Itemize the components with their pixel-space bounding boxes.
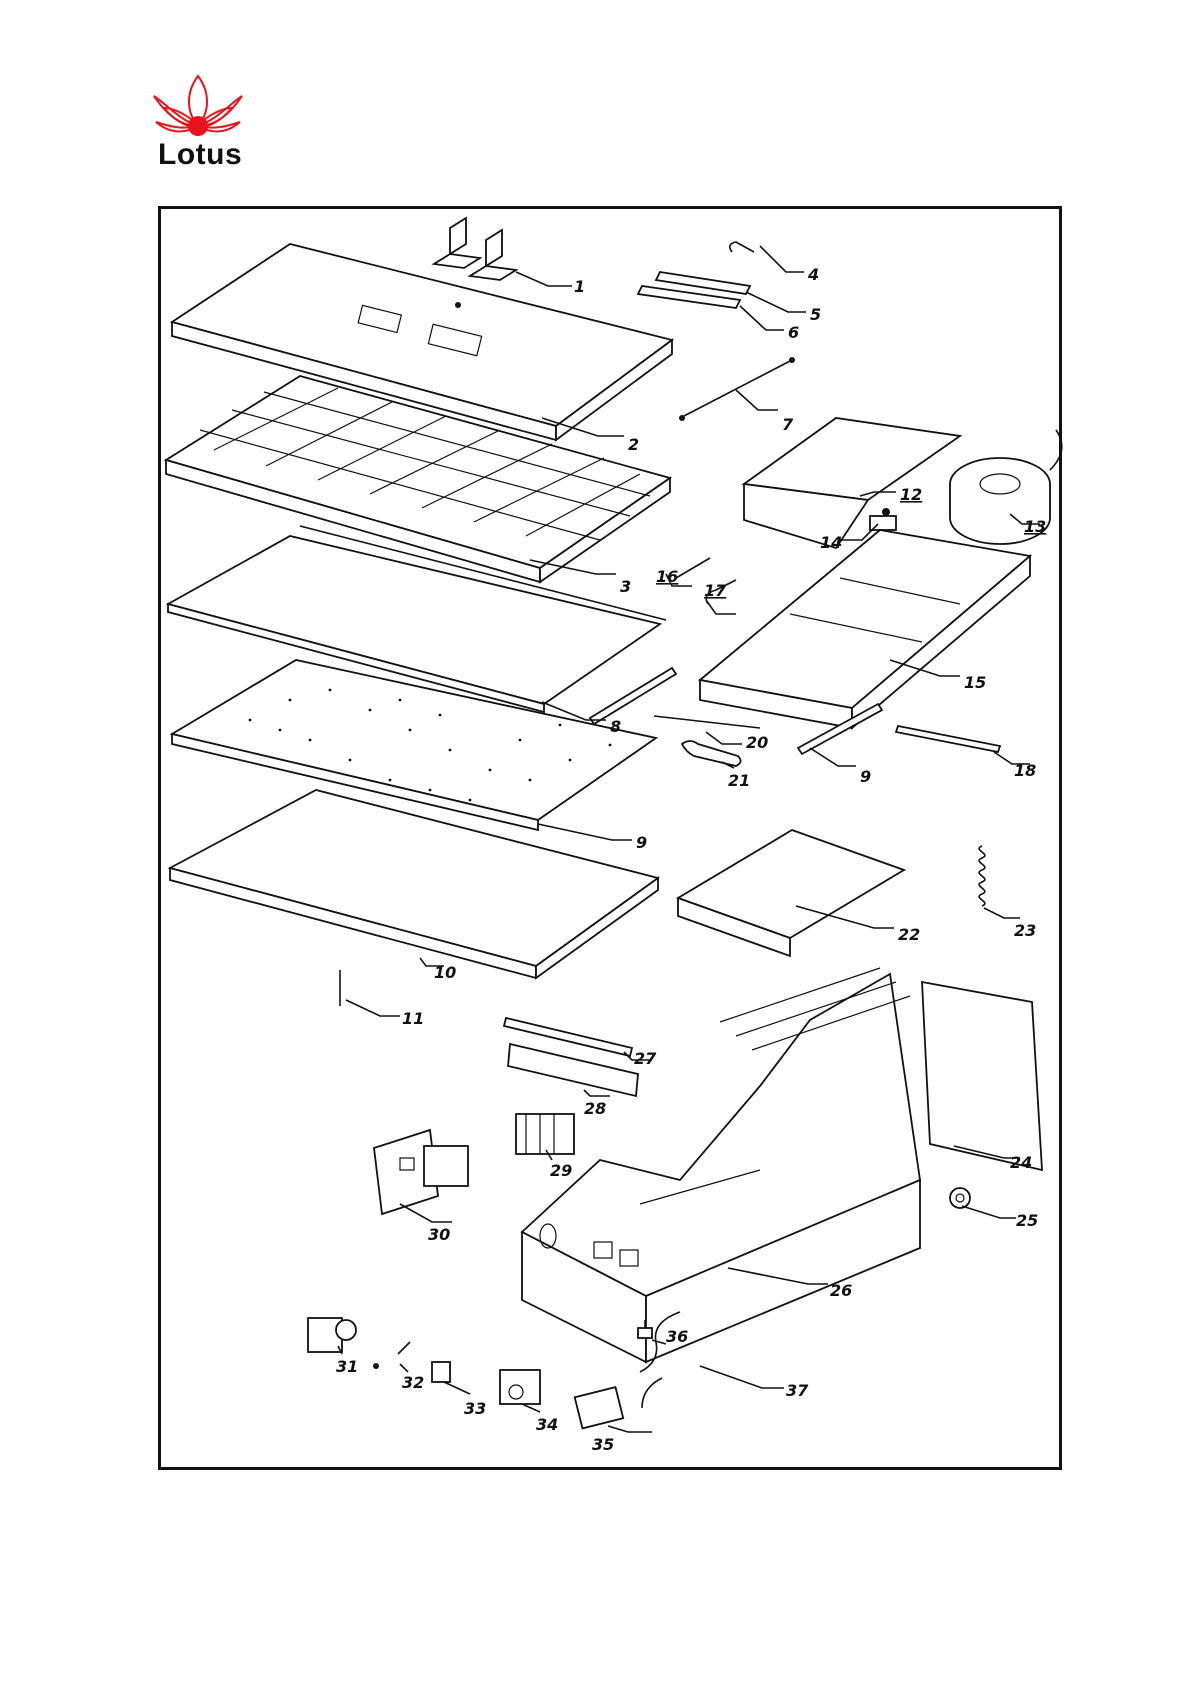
callout-1: 1 xyxy=(574,277,585,296)
callout-15: 15 xyxy=(964,673,986,692)
callout-23: 23 xyxy=(1014,921,1036,940)
callout-7: 7 xyxy=(782,415,794,434)
part-4-clip xyxy=(730,242,754,252)
part-1-brackets xyxy=(434,218,516,280)
part-25-knob xyxy=(950,1188,970,1208)
callout-4: 4 xyxy=(807,265,819,284)
callout-5: 5 xyxy=(810,305,821,324)
part-7-cable xyxy=(679,357,795,421)
callout-21: 21 xyxy=(728,771,750,790)
callout-18: 18 xyxy=(1014,761,1036,780)
callout-11: 11 xyxy=(402,1009,424,1028)
callout-6: 6 xyxy=(788,323,799,342)
callout-27: 27 xyxy=(634,1049,657,1068)
callout-2: 2 xyxy=(628,435,639,454)
callout-9a: 9 xyxy=(636,833,647,852)
part-9-link-left xyxy=(590,668,676,724)
callout-26: 26 xyxy=(830,1281,852,1300)
callout-13: 13 xyxy=(1024,517,1046,536)
part-34-switch xyxy=(500,1370,540,1404)
callout-33: 33 xyxy=(464,1399,486,1418)
callout-36: 36 xyxy=(666,1327,688,1346)
callout-28: 28 xyxy=(584,1099,606,1118)
part-8-tray xyxy=(168,526,666,712)
part-15-frame xyxy=(700,530,1030,728)
callout-3: 3 xyxy=(620,577,631,596)
part-20-rod xyxy=(654,716,760,728)
part-12-cover xyxy=(744,418,960,548)
part-35-socket xyxy=(575,1387,623,1428)
callout-29: 29 xyxy=(550,1161,572,1180)
callout-25: 25 xyxy=(1016,1211,1038,1230)
part-24-side-panel xyxy=(922,982,1042,1170)
callout-31: 31 xyxy=(336,1357,358,1376)
part-31-motor xyxy=(308,1318,356,1352)
part-26-housing xyxy=(522,968,920,1362)
part-18-rod xyxy=(896,726,1000,752)
callout-32: 32 xyxy=(402,1373,424,1392)
part-9-heater-plate xyxy=(172,660,656,830)
part-23-spring xyxy=(979,846,985,906)
part-16-wire xyxy=(676,558,710,578)
callout-35: 35 xyxy=(592,1435,614,1454)
part-29-relay xyxy=(516,1114,574,1154)
callout-20: 20 xyxy=(746,733,768,752)
callout-10: 10 xyxy=(434,963,456,982)
part-14-switch xyxy=(870,508,896,530)
callout-17: 17 xyxy=(704,581,727,600)
part-30-transformer xyxy=(374,1130,468,1214)
callout-24: 24 xyxy=(1010,1153,1032,1172)
part-22-panel xyxy=(678,830,904,956)
callout-12: 12 xyxy=(900,485,922,504)
callout-34: 34 xyxy=(536,1415,558,1434)
callout-16: 16 xyxy=(656,567,678,586)
callout-14: 14 xyxy=(820,533,842,552)
callout-22: 22 xyxy=(898,925,920,944)
part-33-lamp xyxy=(432,1362,450,1382)
callout-9b: 9 xyxy=(860,767,871,786)
callout-8: 8 xyxy=(610,717,621,736)
part-10-base-plate xyxy=(170,790,658,978)
callout-37: 37 xyxy=(786,1381,809,1400)
part-32-screw xyxy=(373,1342,410,1369)
callout-30: 30 xyxy=(428,1225,450,1244)
